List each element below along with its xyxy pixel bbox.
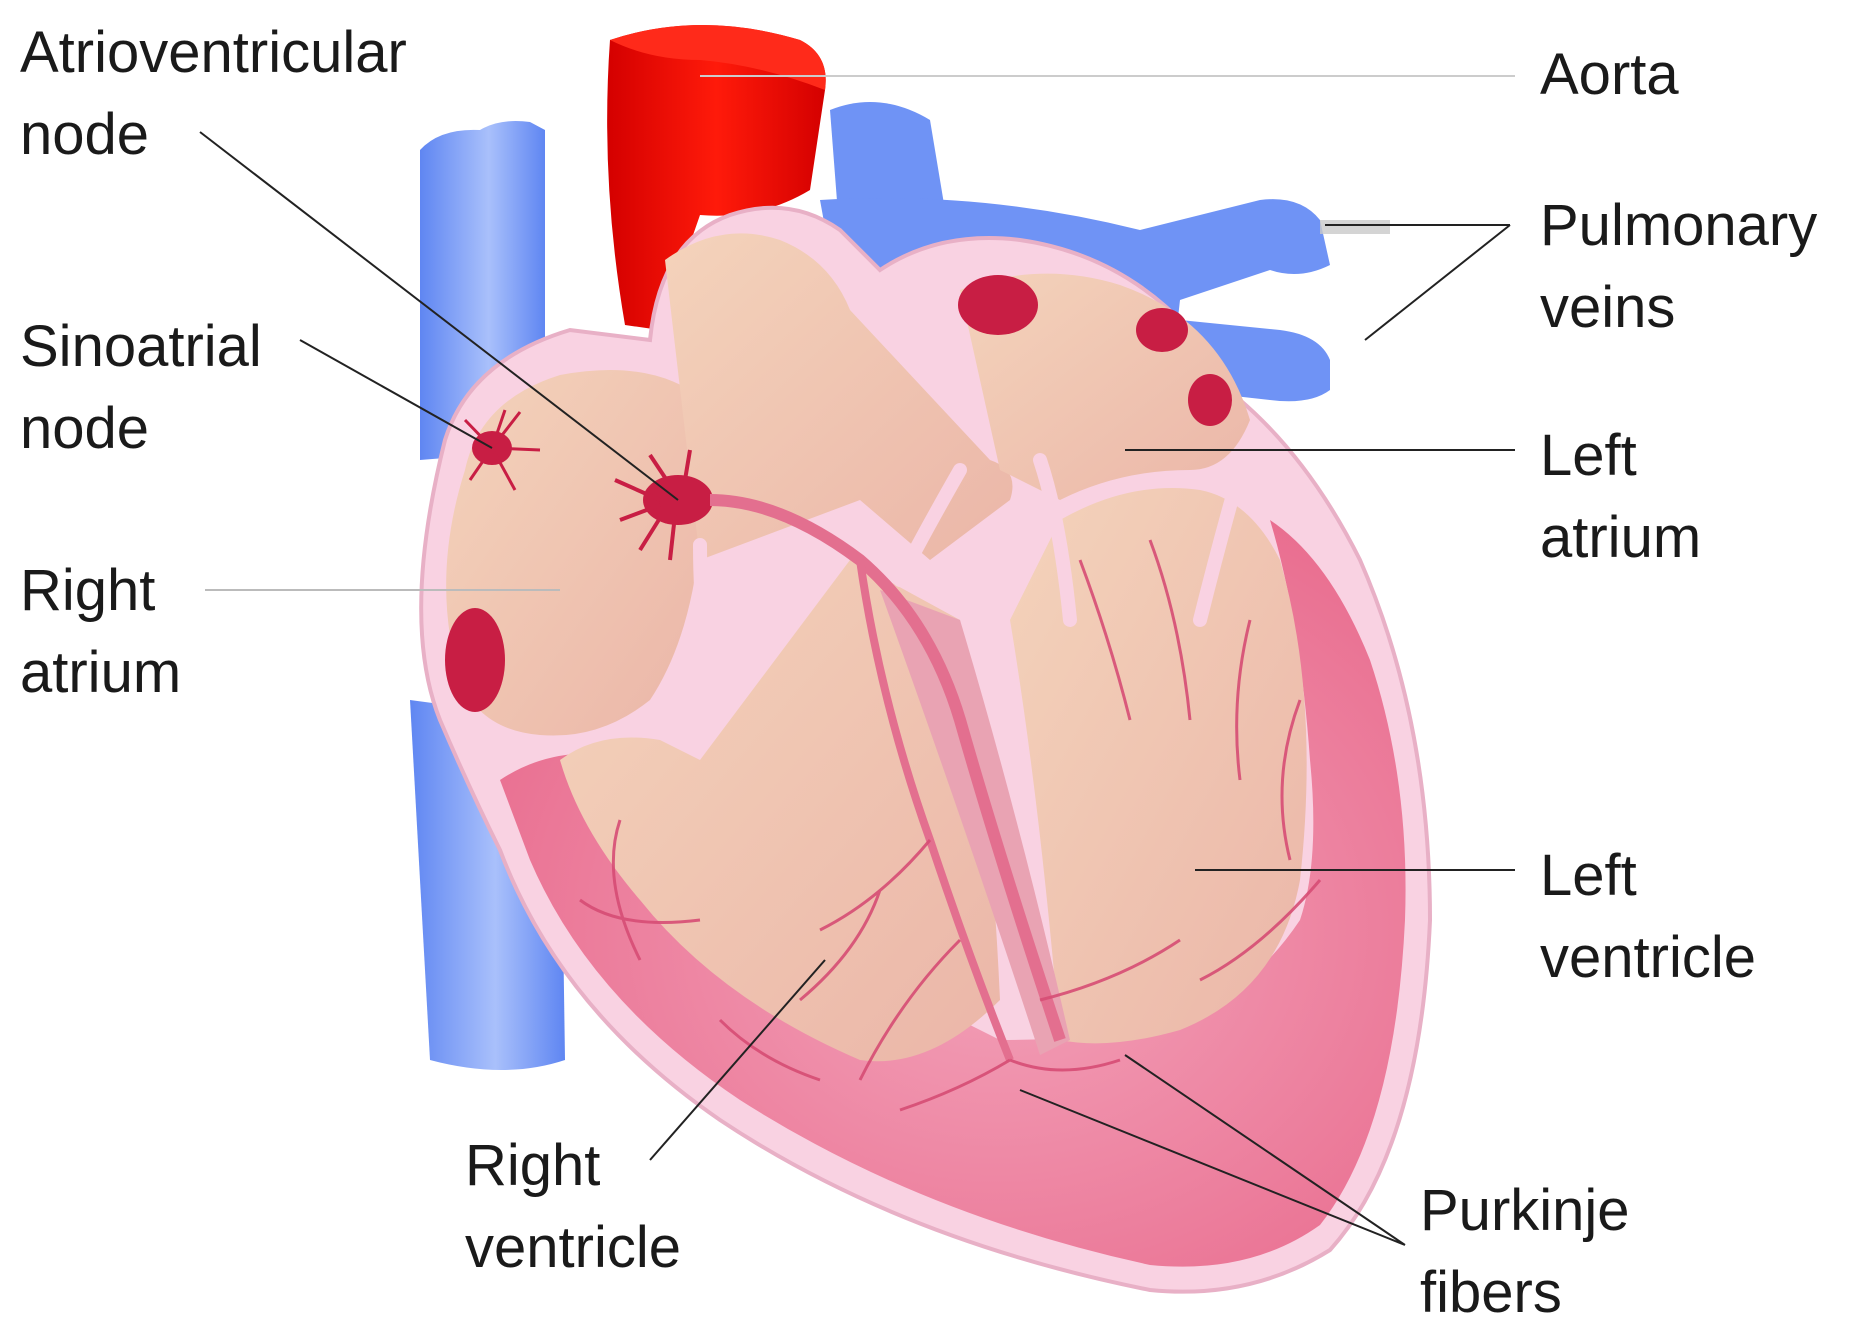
- label-purkinje-fibers-line1: Purkinje: [1420, 1170, 1630, 1252]
- label-pulmonary-veins-line1: Pulmonary: [1540, 185, 1817, 267]
- label-sa-node: Sinoatrial node: [20, 306, 262, 470]
- label-left-atrium-line2: atrium: [1540, 497, 1701, 579]
- leader-pulmonary-veins: [1325, 225, 1510, 340]
- label-left-atrium-line1: Left: [1540, 415, 1701, 497]
- label-aorta: Aorta: [1540, 34, 1679, 116]
- label-purkinje-fibers-line2: fibers: [1420, 1252, 1630, 1334]
- label-right-atrium: Right atrium: [20, 550, 181, 714]
- label-right-atrium-line2: atrium: [20, 632, 181, 714]
- label-av-node-line2: node: [20, 94, 407, 176]
- label-aorta-line1: Aorta: [1540, 34, 1679, 116]
- label-av-node-line1: Atrioventricular: [20, 12, 407, 94]
- label-right-ventricle-line1: Right: [465, 1125, 681, 1207]
- label-purkinje-fibers: Purkinje fibers: [1420, 1170, 1630, 1334]
- label-right-ventricle-line2: ventricle: [465, 1207, 681, 1289]
- label-av-node: Atrioventricular node: [20, 12, 407, 176]
- label-left-ventricle-line1: Left: [1540, 835, 1756, 917]
- label-sa-node-line2: node: [20, 388, 262, 470]
- label-left-atrium: Left atrium: [1540, 415, 1701, 579]
- label-pulmonary-veins: Pulmonary veins: [1540, 185, 1817, 349]
- label-left-ventricle-line2: ventricle: [1540, 917, 1756, 999]
- label-right-atrium-line1: Right: [20, 550, 181, 632]
- label-sa-node-line1: Sinoatrial: [20, 306, 262, 388]
- label-pulmonary-veins-line2: veins: [1540, 267, 1817, 349]
- label-left-ventricle: Left ventricle: [1540, 835, 1756, 999]
- label-right-ventricle: Right ventricle: [465, 1125, 681, 1289]
